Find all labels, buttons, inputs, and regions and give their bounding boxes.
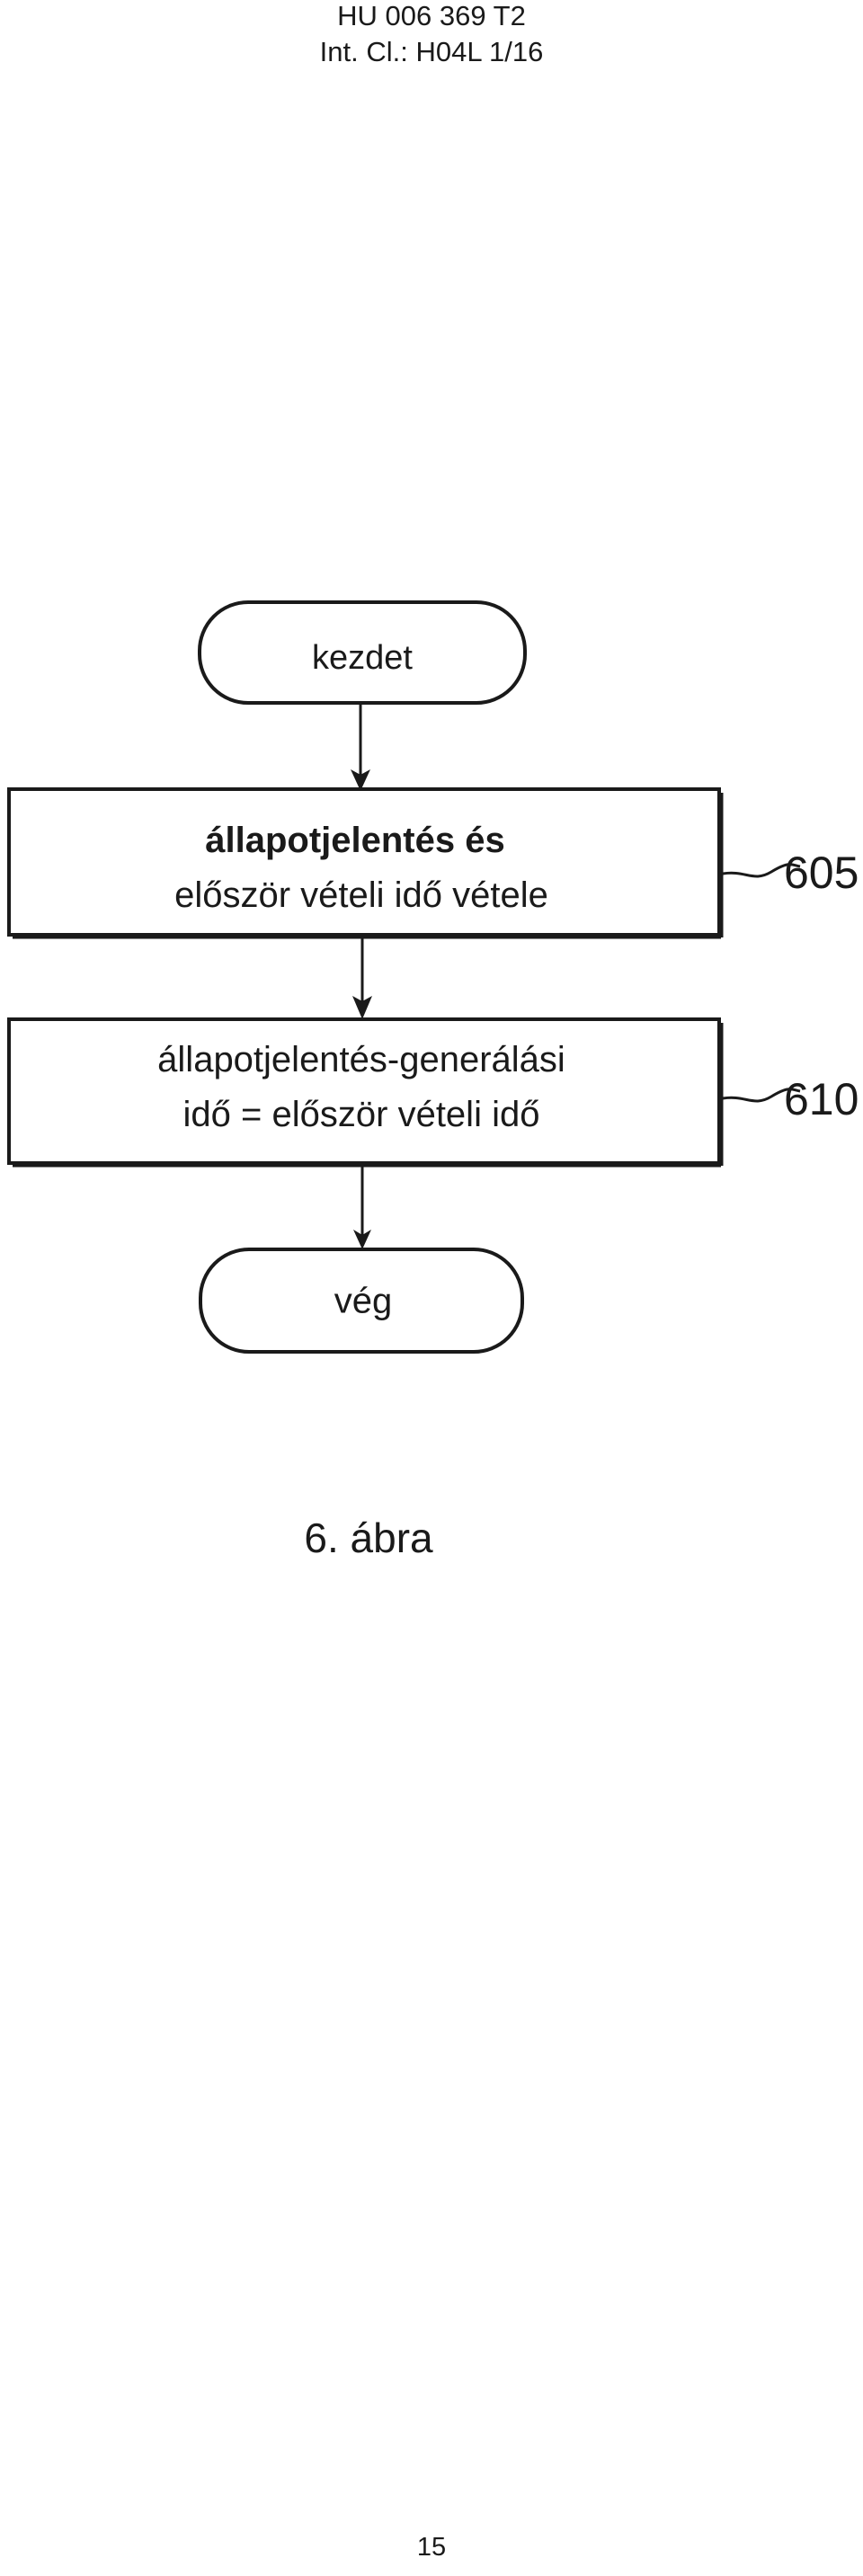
page-number: 15 — [416, 2533, 447, 2562]
step1-line2: először vételi idő vétele — [174, 875, 548, 915]
reference-numeral-610: 610 — [784, 1074, 859, 1124]
reference-numeral-605: 605 — [784, 848, 859, 898]
end-label: vég — [334, 1282, 393, 1321]
leader-line-610 — [722, 1088, 801, 1103]
step1-line1: állapotjelentés és — [205, 821, 504, 860]
arrow-head — [353, 1230, 371, 1249]
arrow-start-to-step1 — [351, 705, 370, 791]
process-step-605: állapotjelentés és először vételi idő vé… — [7, 787, 859, 939]
publication-number: HU 006 369 T2 — [337, 0, 526, 31]
leader-line-605 — [722, 863, 801, 878]
process-box-605 — [7, 787, 721, 937]
start-label: kezdet — [312, 639, 413, 677]
end-terminator: vég — [199, 1248, 524, 1354]
process-step-610: állapotjelentés-generálási idő = először… — [7, 1017, 859, 1168]
arrow-step1-to-step2 — [352, 938, 372, 1019]
arrow-head — [352, 996, 372, 1019]
figure-caption: 6. ábra — [304, 1515, 433, 1561]
process-box-610 — [7, 1017, 721, 1165]
step2-line2: idő = először vételi idő — [183, 1095, 540, 1134]
start-terminator: kezdet — [198, 600, 527, 705]
step2-line1: állapotjelentés-generálási — [157, 1040, 565, 1079]
arrow-head — [351, 769, 370, 791]
arrow-step2-to-end — [353, 1167, 371, 1249]
start-terminator-shape — [198, 600, 527, 705]
international-classification: Int. Cl.: H04L 1/16 — [319, 36, 544, 67]
end-terminator-shape — [199, 1248, 524, 1354]
